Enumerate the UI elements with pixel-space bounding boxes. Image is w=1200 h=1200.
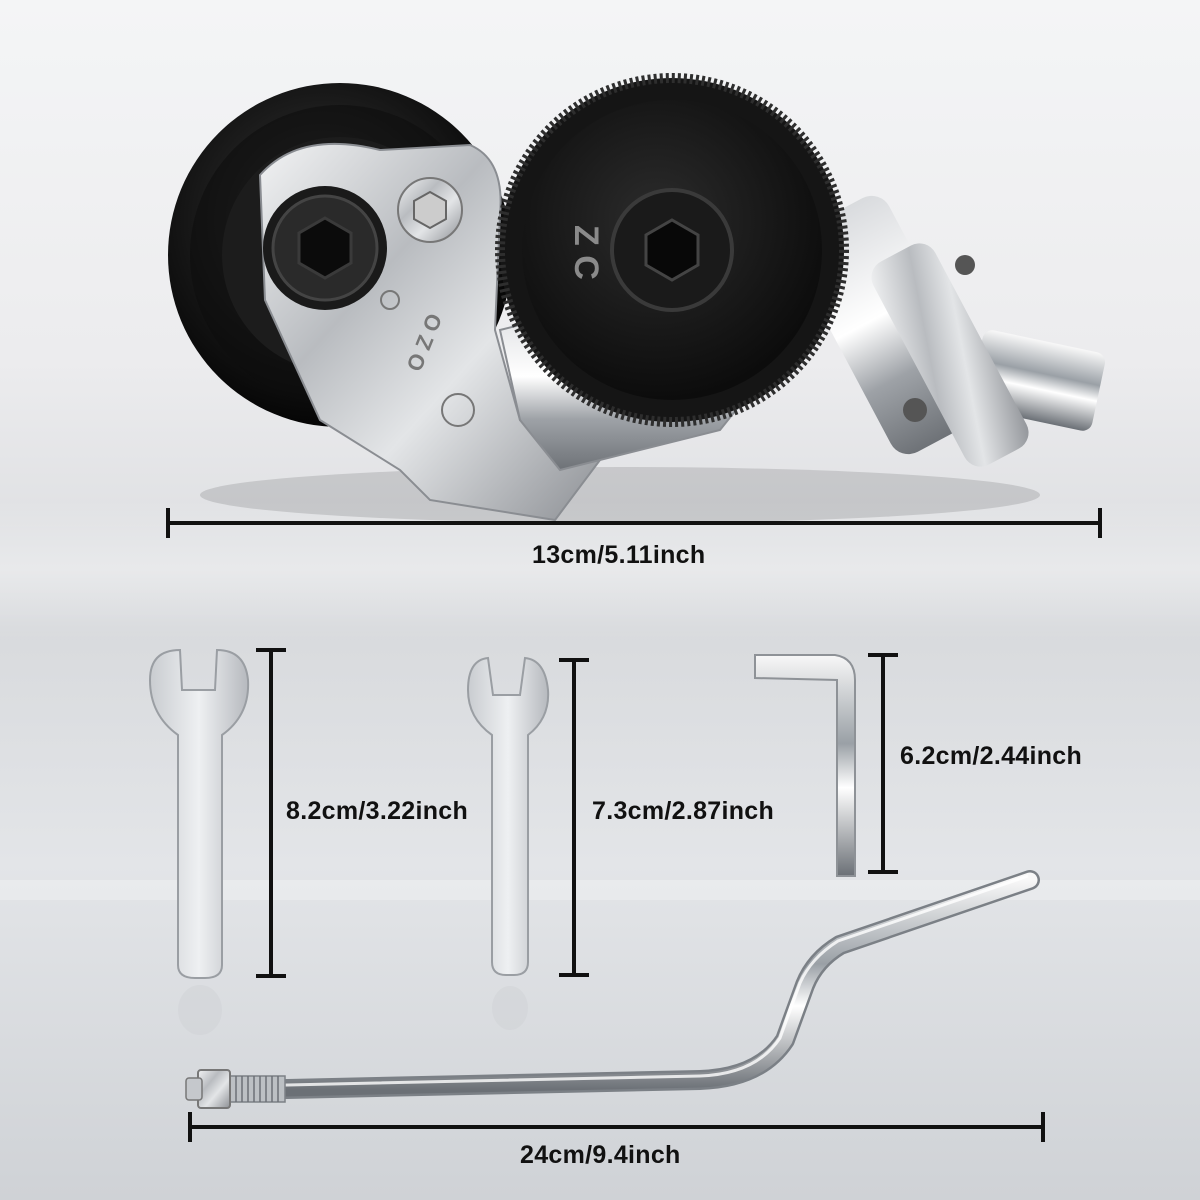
small-nut [397, 177, 463, 243]
threaded-rod [185, 870, 1040, 1109]
gear-logo: Z C [567, 225, 605, 280]
hex-key-dimension-line [868, 653, 898, 874]
small-wrench-dimension-line [559, 658, 589, 977]
large-wrench-length-label: 8.2cm/3.22inch [286, 797, 469, 825]
hex-key [754, 654, 856, 877]
large-wrench [148, 648, 250, 1035]
cutter-dimension-line [166, 508, 1102, 538]
rod-threads [229, 1076, 279, 1102]
small-wrench [466, 656, 550, 1030]
left-hex-bolt [263, 186, 387, 310]
large-wrench-dimension-line [256, 648, 286, 978]
rod-dimension-line [188, 1112, 1045, 1142]
cutter-length-label: 13cm/5.11inch [532, 541, 706, 569]
shear-attachment: O Z O Z C [168, 73, 1106, 523]
small-wrench-length-label: 7.3cm/2.87inch [592, 797, 775, 825]
rod-length-label: 24cm/9.4inch [520, 1141, 681, 1169]
hex-key-length-label: 6.2cm/2.44inch [900, 742, 1083, 770]
toothed-gear-wheel: Z C [495, 73, 849, 427]
